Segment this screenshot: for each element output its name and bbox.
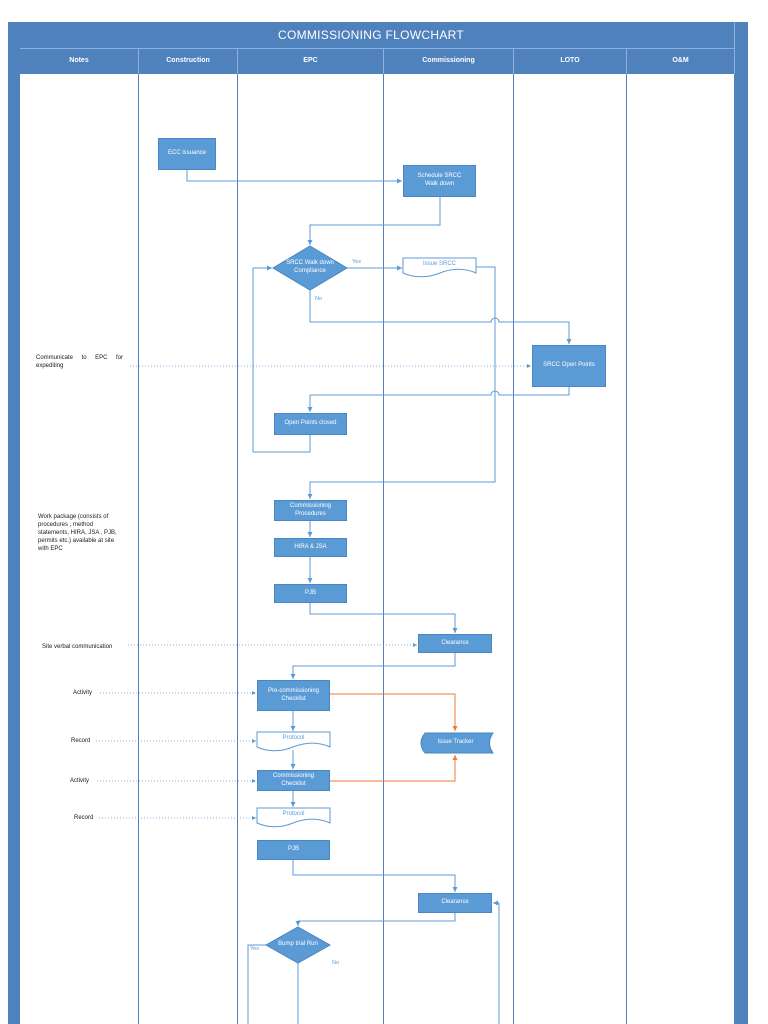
process-schedule-srcc-walk-down: Schedule SRCC Walk down [403, 165, 476, 197]
edge-label-bump-trial-yes: Yes [250, 946, 259, 952]
swimlane-body [20, 74, 734, 1024]
lane-header-epc: EPC [237, 49, 383, 74]
lane-divider-notes-construction [138, 74, 139, 1024]
lane-divider-commissioning-loto [513, 74, 514, 1024]
edge-label-compliance-yes: Yes [352, 259, 361, 265]
process-clearance-1: Clearance [418, 634, 492, 653]
connector-clearance2-to-bump-trial [295, 913, 456, 926]
lane-header-loto: LOTO [513, 49, 626, 74]
process-srcc-open-points: SRCC Open Points [532, 345, 606, 387]
note-activity-1: Activity [73, 690, 93, 696]
document-issue-srcc-label: Issue SRCC [422, 261, 456, 268]
process-clearance-2: Clearance [418, 893, 492, 913]
decision-srcc-compliance-label: SRCC Walk down Compliance [286, 260, 334, 274]
connector-issue-srcc-to-procedures [307, 266, 496, 499]
document-protocol-2-label: Protocol [282, 811, 305, 818]
decision-bump-trial-shape [264, 926, 332, 964]
connector-open-points-to-closed [307, 387, 570, 412]
process-commissioning-procedures: Commissioning Procedures [274, 500, 347, 521]
note-activity-2: Activity [70, 778, 90, 784]
issue-link-commissioning-to-tracker [330, 755, 458, 782]
note-work-package: Work package (consists of procedures , m… [38, 514, 117, 552]
document-protocol-1-label: Protocol [282, 735, 305, 742]
lane-header-row: Notes Construction EPC Commissioning LOT… [20, 48, 734, 74]
connector-feed-to-clearance2 [493, 900, 500, 1024]
lane-header-construction: Construction [138, 49, 237, 74]
decision-srcc-compliance-shape [272, 245, 348, 291]
process-pjb-1: PJB [274, 584, 347, 603]
flowchart-title: COMMISSIONING FLOWCHART [277, 28, 464, 42]
process-pre-commissioning-checklist: Pre-commissioning Checklist [257, 680, 330, 711]
process-pjb-2: PJB [257, 840, 330, 860]
document-issue-srcc-shape [402, 257, 477, 278]
connector-bump-trial-yes [247, 944, 266, 1024]
issue-link-precommissioning-to-tracker [330, 693, 458, 731]
note-site-verbal-communication: Site verbal communication [42, 644, 113, 650]
stored-data-issue-tracker-shape [420, 732, 494, 754]
connector-closed-loop-to-compliance [252, 265, 311, 453]
decision-bump-trial-label: Bump trial Run [278, 941, 318, 948]
lane-header-om: O&M [626, 49, 734, 74]
document-protocol-2-shape [256, 807, 331, 828]
stored-data-issue-tracker-label: Issue Tracker [437, 739, 474, 746]
edge-label-bump-trial-no: No [332, 960, 340, 966]
frame-divider [734, 22, 735, 74]
connector-compliance-no-to-open-points [309, 290, 572, 344]
lane-divider-construction-epc [237, 74, 238, 1024]
connector-ecc-to-schedule [186, 170, 402, 184]
document-protocol-1-shape [256, 731, 331, 752]
connector-pjb2-to-clearance2 [292, 860, 458, 892]
edge-label-compliance-no: No [315, 296, 323, 302]
lane-divider-loto-om [626, 74, 627, 1024]
lane-divider-epc-commissioning [383, 74, 384, 1024]
lane-header-notes: Notes [69, 57, 89, 64]
process-commissioning-checklist: Commissioning Checklist [257, 770, 330, 791]
connector-schedule-to-compliance [307, 197, 441, 245]
note-communicate-to-epc: Communicate to EPC for expediting [36, 355, 123, 369]
connector-clearance-to-precommissioning [290, 653, 456, 679]
lane-header-commissioning: Commissioning [383, 49, 513, 74]
process-open-points-closed: Open Points closed [274, 413, 347, 435]
note-record-1: Record [71, 738, 91, 744]
process-hira-jsa: HIRA & JSA [274, 538, 347, 557]
note-record-2: Record [74, 815, 94, 821]
process-ecc-issuance: ECC issuance [158, 138, 216, 170]
connector-pjb-to-clearance [309, 603, 458, 633]
